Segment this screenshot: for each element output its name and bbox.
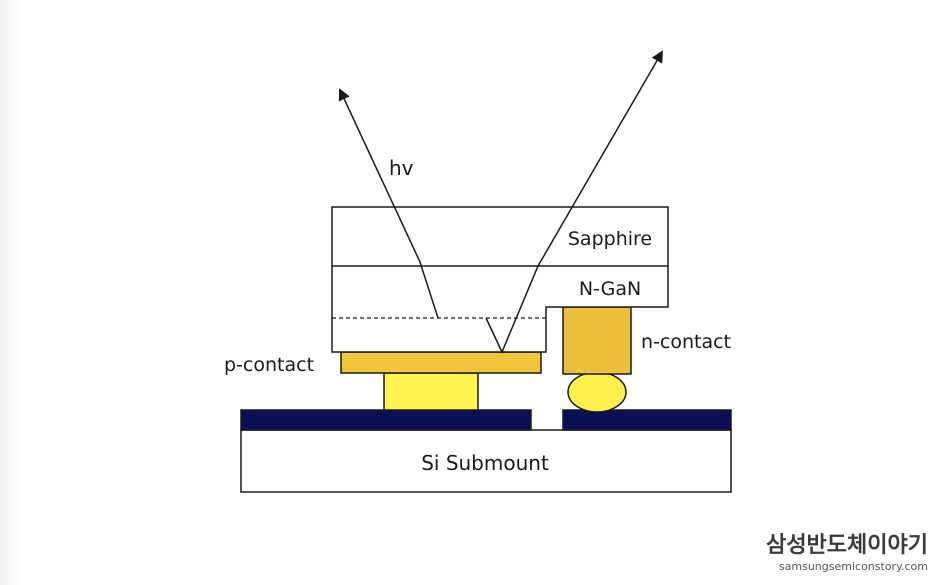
ngan-label: N-GaN [579, 278, 641, 300]
light-ray-reflected [485, 50, 664, 354]
submount-trace-left [240, 409, 532, 431]
led-chip-body [331, 206, 669, 353]
n-solder-ball [567, 371, 627, 413]
si-submount-layer [240, 429, 732, 493]
light-ray-left [338, 88, 439, 319]
photon-energy-label: hv [389, 156, 414, 180]
p-contact-label: p-contact [224, 354, 314, 376]
submount-trace-right [562, 409, 732, 431]
p-solder-bump [383, 372, 479, 411]
watermark-url: samsungsemiconstory.com [779, 560, 928, 573]
watermark-title: 삼성반도체이야기 [766, 533, 928, 558]
n-contact-pad [562, 306, 632, 375]
p-contact-pad [340, 351, 542, 374]
sapphire-label: Sapphire [568, 228, 652, 250]
si-submount-label: Si Submount [421, 451, 549, 475]
n-contact-label: n-contact [641, 331, 731, 353]
